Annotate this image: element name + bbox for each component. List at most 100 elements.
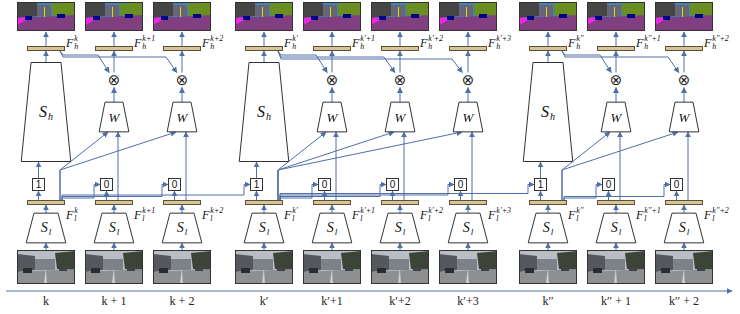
output-arrow <box>616 32 617 46</box>
input-arrow <box>332 243 333 250</box>
output-arrow <box>400 32 401 46</box>
low-level-network: Sl <box>244 213 284 243</box>
arrow-connector <box>60 132 176 200</box>
index-stack: k′+3l <box>496 207 511 223</box>
arrow-connector <box>468 205 469 213</box>
trapezoid <box>669 102 699 132</box>
symbol-letter: S <box>395 221 402 235</box>
subscript: h <box>644 43 660 51</box>
subscript: l <box>687 228 690 237</box>
time-step-label: k′+1 <box>321 294 342 309</box>
trapezoid <box>523 63 573 162</box>
key-decision-box: 0 <box>318 178 331 191</box>
arrow-connector <box>46 205 47 213</box>
network-name: W <box>463 111 474 124</box>
trapezoid <box>453 102 483 132</box>
video-frame <box>85 250 143 284</box>
subscript: h <box>576 43 583 51</box>
subscript: h <box>496 43 511 51</box>
high-level-feature: Fk+1h <box>95 46 133 51</box>
time-step-label: k′′ <box>542 294 553 309</box>
trapezoid <box>596 213 636 243</box>
network-name: W <box>327 111 338 124</box>
feature-label: Fk′′l <box>568 207 583 223</box>
arrow-connector <box>336 132 337 200</box>
trapezoid <box>448 213 488 243</box>
output-arrow <box>684 32 685 46</box>
arrow-connector <box>608 191 609 200</box>
high-level-feature: Fk+2h <box>163 46 201 51</box>
symbol-letter: F <box>284 37 291 49</box>
index-stack: k′′h <box>576 35 583 51</box>
feature-label: Fk′′h <box>568 35 583 51</box>
superscript: k+2 <box>210 35 223 43</box>
video-frame <box>17 250 75 284</box>
arrow-connector <box>62 185 100 201</box>
high-level-feature: Fk′+1h <box>313 46 351 51</box>
arrow-connector <box>332 51 333 73</box>
key-decision-box: 1 <box>32 178 45 191</box>
subscript: l <box>403 228 406 237</box>
symbol-letter: S <box>257 104 265 120</box>
symbol-letter: ⊗ <box>462 73 475 88</box>
key-decision-box: 0 <box>100 178 113 191</box>
segmentation-map <box>439 2 497 31</box>
feature-label: Fk′+1l <box>352 207 375 223</box>
trapezoid <box>94 213 134 243</box>
multiply-symbol: ⊗ <box>326 73 339 88</box>
index-stack: kh <box>74 35 78 51</box>
arrow-connector <box>278 51 395 73</box>
index-stack: k′+1h <box>360 35 375 51</box>
low-level-network: Sl <box>162 213 202 243</box>
low-level-network: Sl <box>664 213 704 243</box>
segmentation-map <box>17 2 75 31</box>
symbol-letter: ⊗ <box>326 73 339 88</box>
arrow-connector <box>46 51 47 62</box>
subscript: l <box>551 228 554 237</box>
subscript: l <box>619 228 622 237</box>
output-arrow <box>548 32 549 46</box>
input-arrow <box>264 243 265 250</box>
low-level-feature: Fk′′l <box>529 200 567 205</box>
input-frames <box>17 250 713 284</box>
output-arrow <box>46 32 47 46</box>
output-arrow <box>332 32 333 46</box>
feature-label: Fk+1h <box>134 35 155 51</box>
high-level-network: Sh <box>239 62 289 162</box>
index-stack: k′′+2h <box>712 35 728 51</box>
high-level-network: Sh <box>21 62 71 162</box>
subscript: h <box>292 43 297 51</box>
symbol-letter: 0 <box>104 180 110 190</box>
trapezoid <box>317 102 347 132</box>
symbol-letter: F <box>568 37 575 49</box>
feature-label: Fk+2l <box>202 207 223 223</box>
feature-label: Fk′+1h <box>352 35 375 51</box>
decision-value: 0 <box>458 180 464 190</box>
input-arrow <box>400 243 401 250</box>
multiply-node: ⊗ <box>176 73 189 88</box>
subscript: h <box>210 43 223 51</box>
arrow-connector <box>38 191 39 200</box>
feature-label: Fk′h <box>284 35 298 51</box>
time-step-label: k′+2 <box>389 294 410 309</box>
input-arrow <box>468 243 469 250</box>
trapezoid <box>162 213 202 243</box>
arrow-connector <box>280 185 454 201</box>
decision-value: 0 <box>674 180 680 190</box>
arrow-connector <box>540 191 541 200</box>
subscript: l <box>74 215 78 223</box>
index-stack: k′′+1l <box>644 207 660 223</box>
trapezoid <box>601 102 631 132</box>
index-stack: k′′+1h <box>644 35 660 51</box>
weight-predictor: W <box>317 102 347 132</box>
symbol-letter: W <box>611 111 622 124</box>
arrow-connector <box>278 132 462 200</box>
feature-label: Fk′+2l <box>420 207 443 223</box>
symbol-letter: W <box>679 111 690 124</box>
superscript: k′ <box>292 35 297 43</box>
subscript: h <box>142 43 155 51</box>
arrow-connector <box>38 162 39 178</box>
index-stack: k′′l <box>576 207 583 223</box>
low-level-network: Sl <box>312 213 352 243</box>
subscript: l <box>292 215 297 223</box>
